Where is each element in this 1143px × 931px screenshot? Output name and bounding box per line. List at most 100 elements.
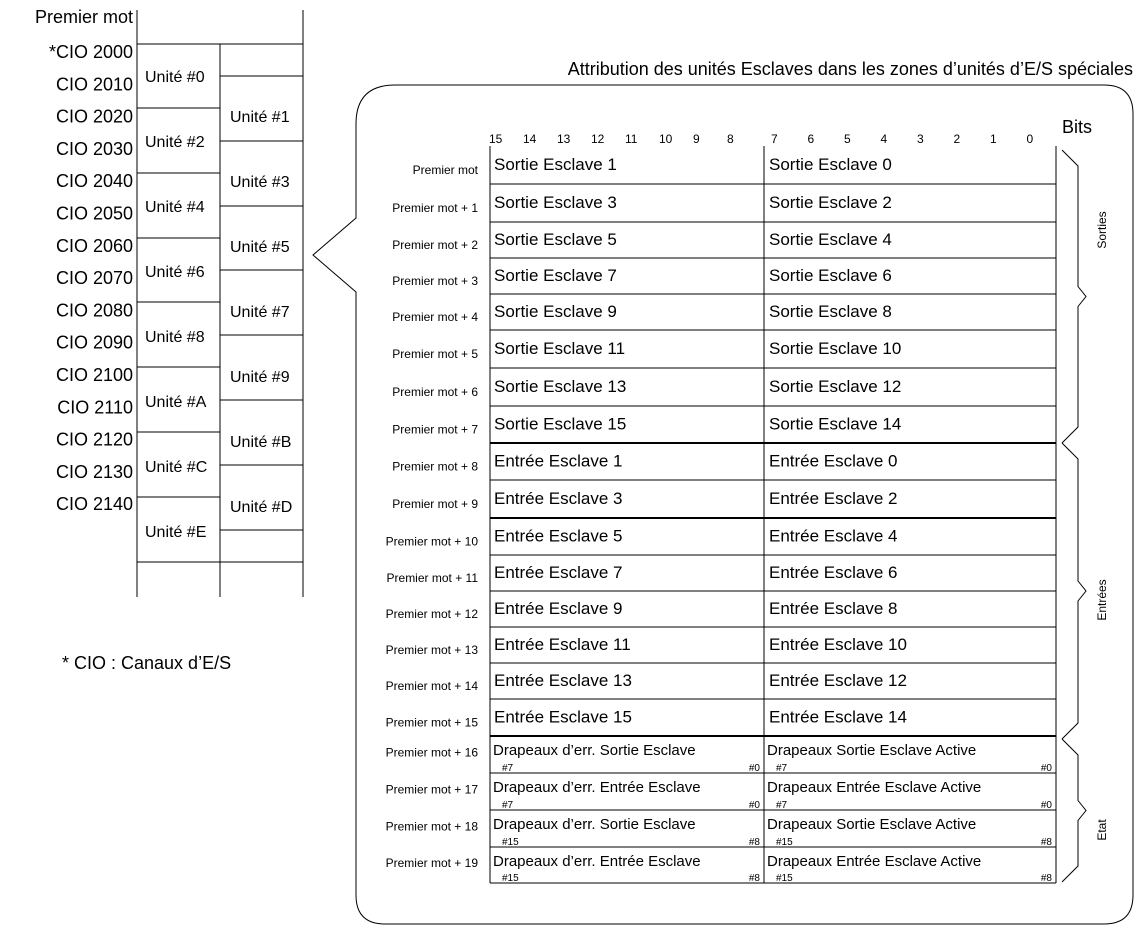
bit-number: 15	[489, 132, 503, 146]
slave-cell-left: Sortie Esclave 1	[494, 155, 617, 174]
word-label: Premier mot	[413, 163, 479, 177]
slave-cell-right: Sortie Esclave 14	[769, 415, 901, 434]
slave-cell-left: Entrée Esclave 15	[494, 708, 632, 727]
unit-label: Unité #D	[230, 499, 292, 516]
flag-range-lo: #15	[776, 837, 793, 848]
flag-range-lo: #15	[502, 873, 519, 884]
slave-cell-right: Sortie Esclave 10	[769, 339, 901, 358]
word-label: Premier mot + 19	[386, 856, 479, 870]
slave-cell-left: Entrée Esclave 1	[494, 452, 623, 471]
flag-range-lo: #7	[502, 763, 514, 774]
unit-label: Unité #7	[230, 304, 290, 321]
slave-cell-left: Sortie Esclave 3	[494, 193, 617, 212]
flag-range-hi: #8	[1041, 873, 1053, 884]
bit-number: 14	[523, 132, 537, 146]
unit-label: Unité #5	[230, 239, 290, 256]
slave-cell-right: Sortie Esclave 0	[769, 155, 892, 174]
slave-cell-right: Entrée Esclave 4	[769, 527, 898, 546]
group-label-etat: Etat	[1095, 819, 1109, 841]
bit-number: 3	[917, 132, 924, 146]
main-title: Attribution des unités Esclaves dans les…	[568, 59, 1133, 79]
footnote: * CIO : Canaux d’E/S	[62, 653, 231, 673]
flag-range-lo: #7	[776, 763, 788, 774]
bit-number: 10	[659, 132, 673, 146]
slave-cell-right: Sortie Esclave 2	[769, 193, 892, 212]
word-label: Premier mot + 15	[386, 716, 479, 730]
unit-label: Unité #B	[230, 434, 291, 451]
flag-cell-right: Drapeaux Sortie Esclave Active	[767, 742, 976, 759]
cio-address: CIO 2120	[56, 430, 133, 450]
slave-cell-right: Entrée Esclave 0	[769, 452, 898, 471]
slave-cell-left: Entrée Esclave 11	[494, 635, 631, 654]
flag-cell-left: Drapeaux d’err. Sortie Esclave	[493, 816, 696, 833]
flag-range-hi: #0	[1041, 800, 1053, 811]
brace-entrees	[1061, 442, 1087, 740]
flag-range-lo: #15	[502, 837, 519, 848]
slave-cell-left: Entrée Esclave 7	[494, 563, 623, 582]
flag-cell-right: Drapeaux Entrée Esclave Active	[767, 853, 981, 870]
slave-cell-left: Entrée Esclave 5	[494, 527, 623, 546]
slave-cell-left: Entrée Esclave 13	[494, 671, 632, 690]
cio-address: *CIO 2000	[49, 42, 133, 62]
slave-cell-right: Sortie Esclave 12	[769, 377, 901, 396]
flag-cell-left: Drapeaux d’err. Sortie Esclave	[493, 742, 696, 759]
cio-address: CIO 2100	[56, 365, 133, 385]
bit-number: 2	[954, 132, 961, 146]
brace-sorties	[1061, 149, 1087, 444]
cio-address: CIO 2070	[56, 268, 133, 288]
bit-number: 9	[693, 132, 700, 146]
unit-label: Unité #A	[145, 394, 207, 411]
slave-cell-left: Sortie Esclave 15	[494, 415, 626, 434]
unit-label: Unité #8	[145, 329, 205, 346]
slave-cell-right: Sortie Esclave 4	[769, 230, 892, 249]
unit-label: Unité #C	[145, 459, 207, 476]
cio-address: CIO 2140	[56, 494, 133, 514]
bit-number: 5	[844, 132, 851, 146]
group-label-sorties: Sorties	[1095, 211, 1109, 248]
slave-cell-left: Sortie Esclave 5	[494, 230, 617, 249]
unit-label: Unité #1	[230, 109, 290, 126]
slave-cell-right: Entrée Esclave 12	[769, 671, 907, 690]
cio-address: CIO 2060	[56, 236, 133, 256]
word-label: Premier mot + 17	[386, 783, 479, 797]
word-label: Premier mot + 18	[386, 820, 479, 834]
slave-cell-left: Entrée Esclave 9	[494, 599, 623, 618]
word-label: Premier mot + 14	[386, 679, 479, 693]
flag-range-hi: #0	[749, 763, 761, 774]
bit-number: 4	[881, 132, 888, 146]
slave-cell-right: Entrée Esclave 6	[769, 563, 898, 582]
word-label: Premier mot + 3	[392, 274, 478, 288]
word-label: Premier mot + 4	[392, 310, 478, 324]
bit-number: 1	[990, 132, 997, 146]
left-header: Premier mot	[35, 7, 133, 27]
slave-cell-left: Sortie Esclave 13	[494, 377, 626, 396]
brace-etat	[1061, 738, 1087, 883]
slave-cell-right: Entrée Esclave 14	[769, 708, 907, 727]
word-label: Premier mot + 2	[392, 238, 478, 252]
bit-number: 0	[1027, 132, 1034, 146]
unit-label: Unité #2	[145, 134, 205, 151]
flag-range-lo: #7	[502, 800, 514, 811]
bit-number: 13	[557, 132, 571, 146]
flag-range-hi: #8	[749, 873, 761, 884]
flag-range-hi: #8	[1041, 837, 1053, 848]
cio-address: CIO 2050	[56, 204, 133, 224]
bit-number: 8	[727, 132, 734, 146]
word-label: Premier mot + 6	[392, 385, 478, 399]
cio-address: CIO 2080	[56, 300, 133, 320]
flag-cell-right: Drapeaux Entrée Esclave Active	[767, 779, 981, 796]
word-label: Premier mot + 11	[387, 571, 479, 585]
slave-cell-left: Sortie Esclave 9	[494, 302, 617, 321]
slave-cell-right: Entrée Esclave 2	[769, 489, 898, 508]
unit-label: Unité #E	[145, 524, 206, 541]
word-label: Premier mot + 13	[386, 643, 479, 657]
unit-label: Unité #4	[145, 199, 205, 216]
flag-cell-right: Drapeaux Sortie Esclave Active	[767, 816, 976, 833]
word-label: Premier mot + 12	[386, 607, 479, 621]
bit-number: 6	[808, 132, 815, 146]
group-label-entrees: Entrées	[1095, 579, 1109, 620]
slave-cell-right: Sortie Esclave 8	[769, 302, 892, 321]
cio-address: CIO 2110	[57, 397, 133, 417]
cio-address: CIO 2020	[56, 107, 133, 127]
